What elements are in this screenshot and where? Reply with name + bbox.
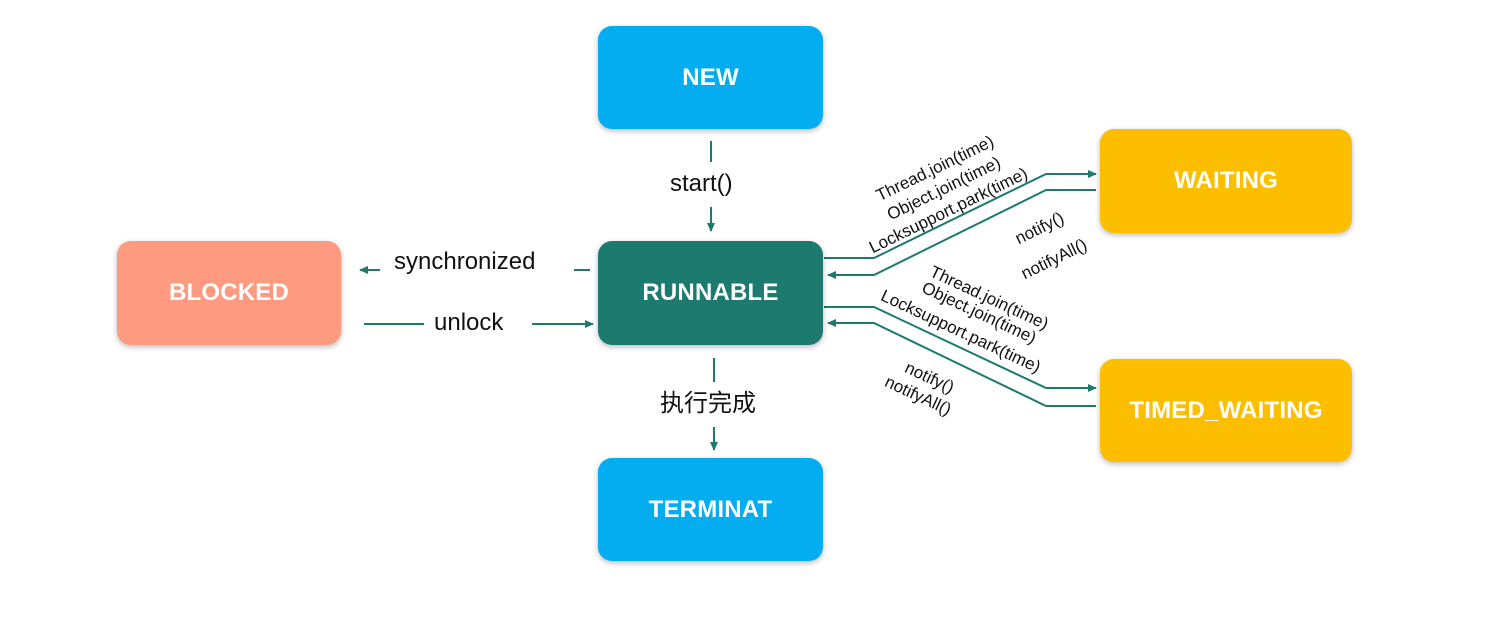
state-runnable-label: RUNNABLE (642, 279, 779, 306)
state-waiting: WAITING (1100, 129, 1352, 233)
edge-timed-waiting-to-runnable (827, 319, 1096, 407)
edge-waiting-to-runnable (827, 189, 1096, 279)
state-terminated: TERMINAT (598, 458, 823, 561)
state-timed-waiting-label: TIMED_WAITING (1129, 396, 1323, 424)
state-waiting-label: WAITING (1173, 167, 1279, 194)
state-new: NEW (598, 26, 823, 129)
state-terminated-label: TERMINAT (648, 495, 773, 523)
label-execution-complete: 执行完成 (660, 390, 756, 418)
label-synchronized: synchronized (388, 248, 542, 276)
state-runnable: RUNNABLE (598, 241, 823, 345)
state-timed-waiting: TIMED_WAITING (1100, 359, 1352, 462)
edge-runnable-to-timed-waiting (824, 306, 1097, 392)
edge-runnable-to-waiting (824, 170, 1097, 259)
label-unlock: unlock (426, 309, 512, 337)
label-start: start() (670, 170, 733, 198)
state-blocked: BLOCKED (117, 241, 341, 345)
state-new-label: NEW (682, 63, 739, 91)
state-blocked-label: BLOCKED (168, 279, 290, 306)
